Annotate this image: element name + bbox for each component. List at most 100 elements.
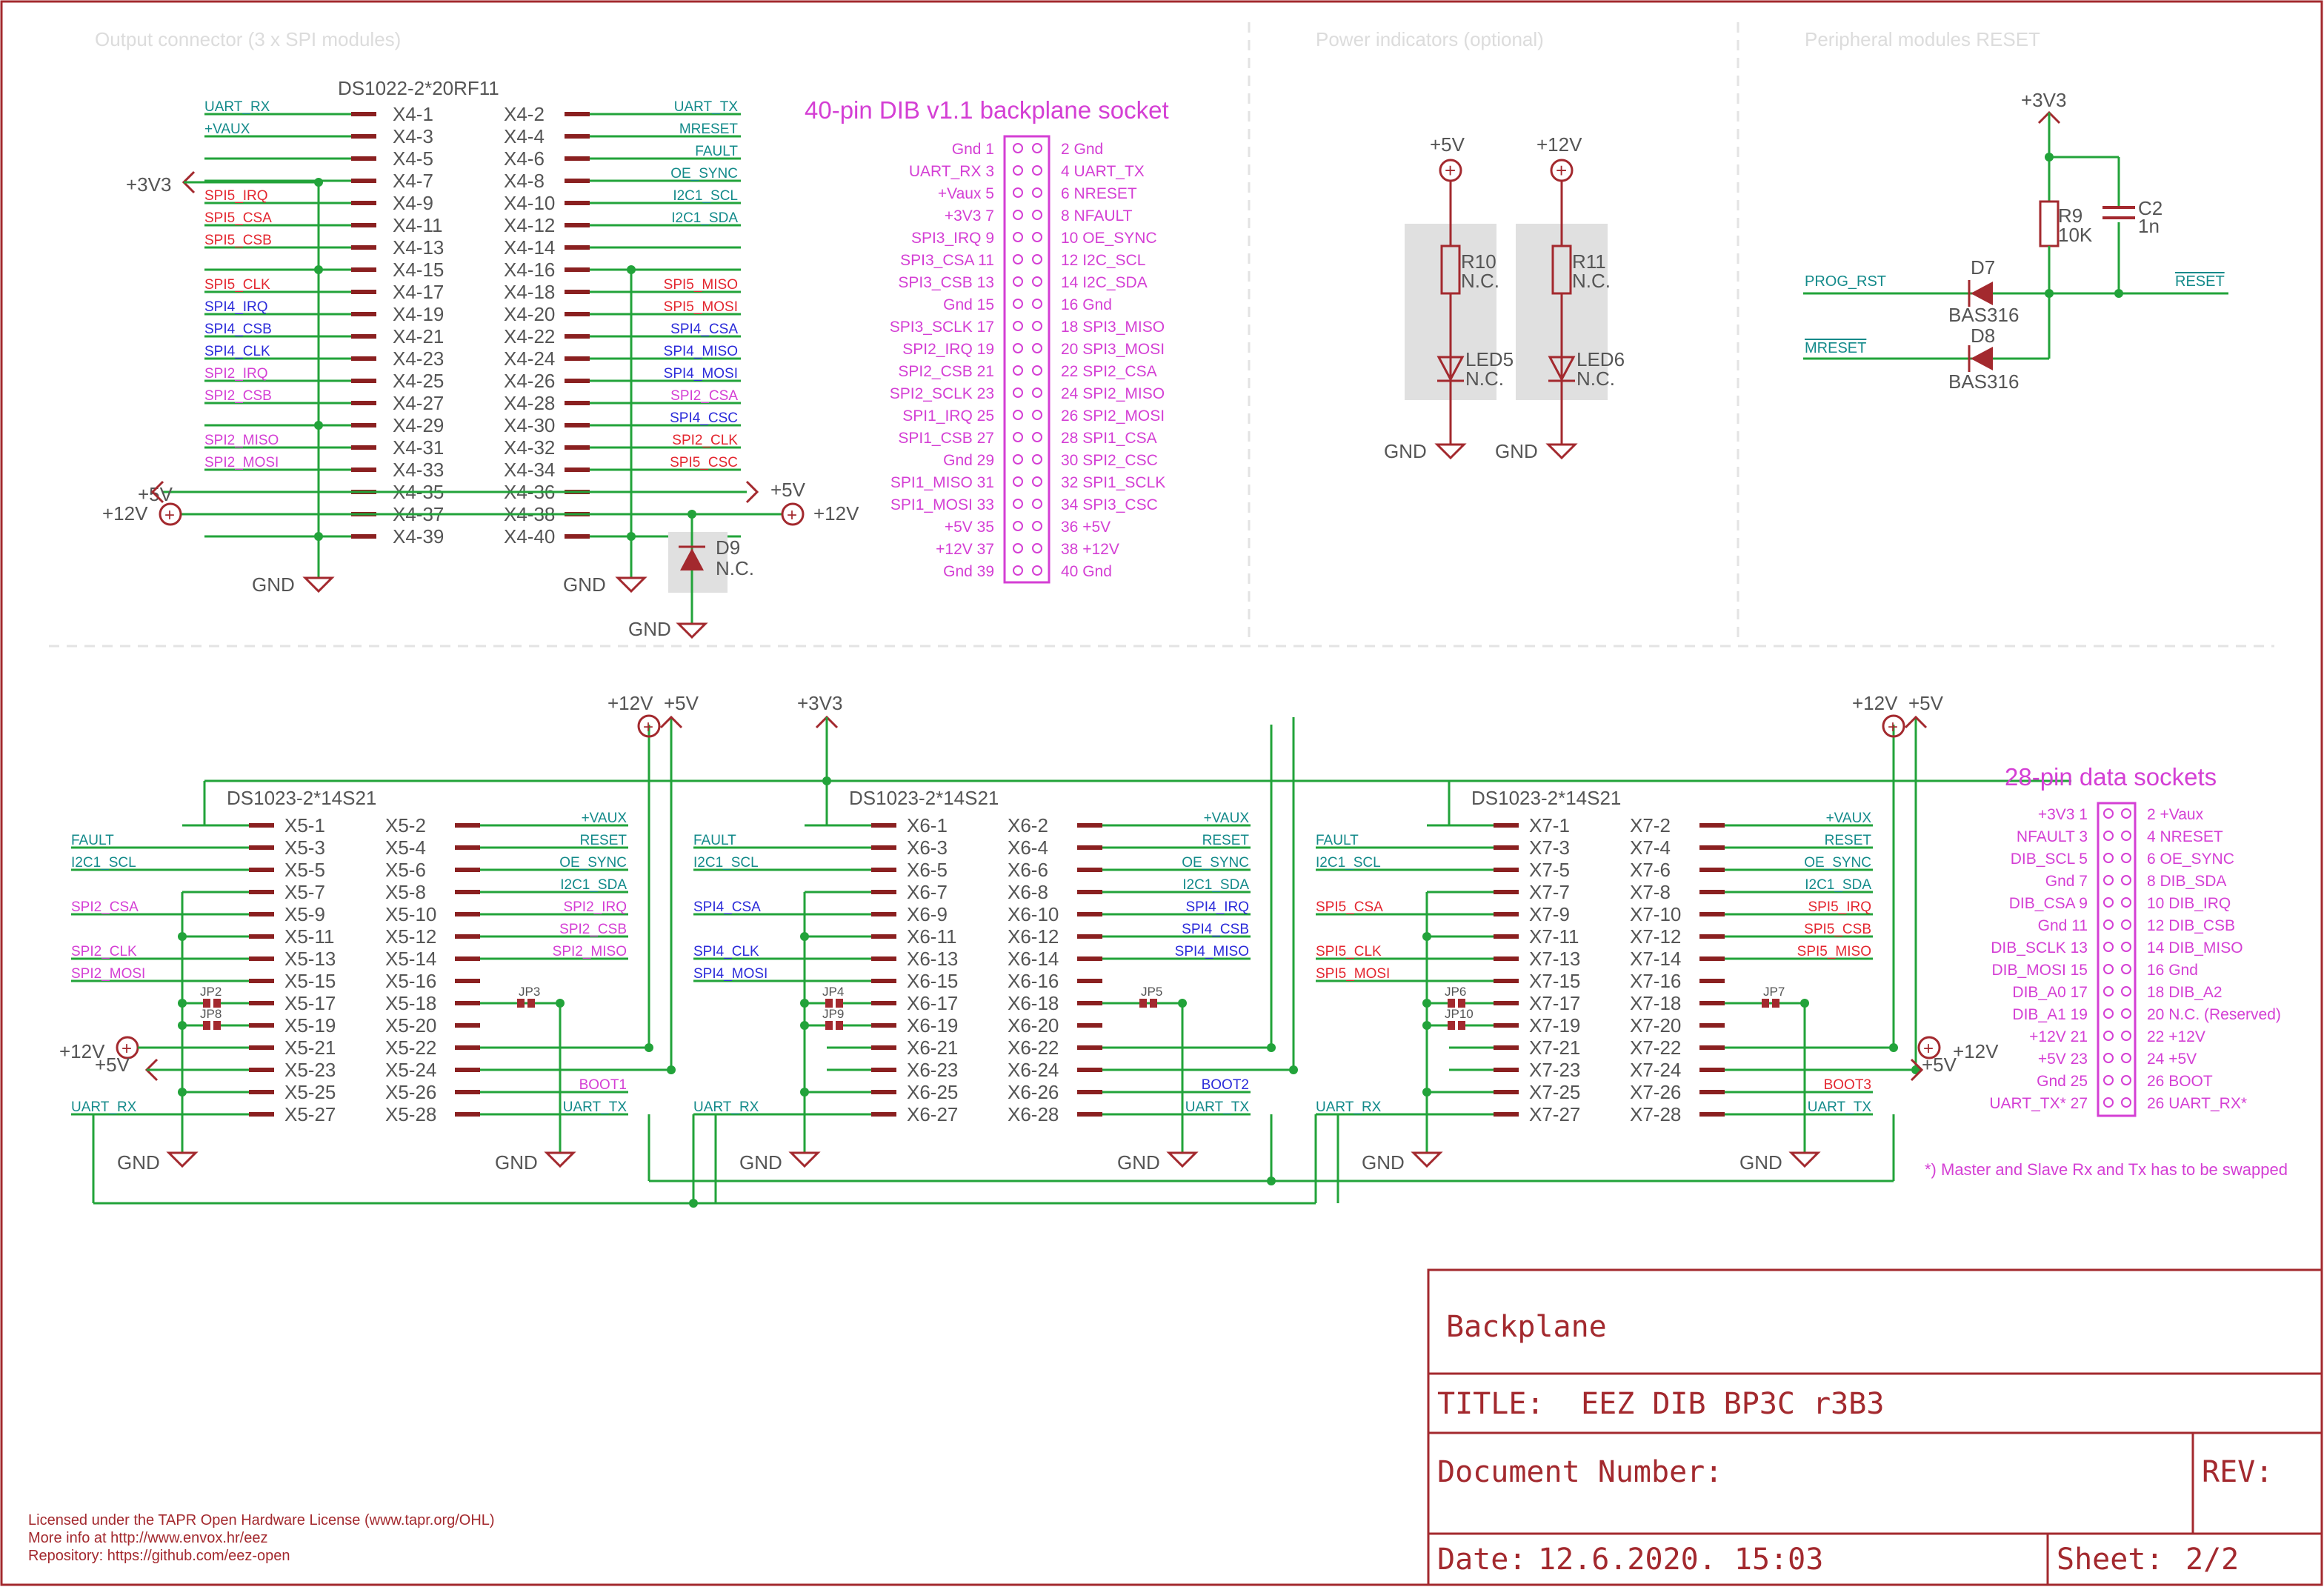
module-part-name: DS1023-2*14S21 [849,787,999,809]
jumper-icon [825,999,833,1008]
x4-right-pin: X4-18 [504,281,555,303]
dib28-pin-hole [2103,1053,2114,1063]
rail-5v-label: +5V [664,692,699,714]
title-block-sheet-value: 2/2 [2185,1543,2239,1577]
module-right-pin: X6-6 [1008,859,1048,881]
dib28-right-label: 2 +Vaux [2147,806,2204,823]
5v-arrow-icon [1904,715,1928,729]
jumper-icon [836,999,843,1008]
module-left-pin: X7-7 [1529,881,1570,903]
module-left-net: UART_RX [693,1099,759,1115]
module-right-net: SPI2_MISO [553,944,627,959]
dib28-left-label: Gnd 7 [2045,873,2088,890]
module-left-net: FAULT [71,833,114,848]
module-left-pin: X7-19 [1529,1014,1580,1037]
x4-pin-mark [351,356,376,361]
junction-dot [178,1021,187,1030]
d9-diode-icon [680,548,704,570]
module-pin-mark [871,1090,896,1094]
dib40-right-label: 40 Gnd [1061,563,1112,580]
license-line1: Licensed under the TAPR Open Hardware Li… [28,1512,495,1528]
dib40-left-label: SPI1_MISO 31 [890,474,994,491]
module-pin-mark [1494,823,1519,828]
module-part-name: DS1023-2*14S21 [227,787,376,809]
dib40-left-label: +12V 37 [936,541,994,558]
dib40-left-label: SPI3_CSB 13 [898,274,994,291]
module-pin-mark [249,956,274,961]
module-pin-mark [249,845,274,850]
dib28-body [2097,802,2137,1117]
module-left-pin: X5-5 [284,859,325,881]
dib40-pin-hole [1032,543,1042,553]
module-left-pin: X6-1 [907,814,948,836]
dib40-pin-hole [1013,343,1023,353]
module-right-net: SPI5_IRQ [1808,899,1871,915]
x4-left-net: SPI4_IRQ [204,299,268,315]
junction-dot [1422,999,1431,1008]
x4-pin-mark [565,534,590,539]
junction-dot [314,265,323,274]
module-right-net: I2C1_SDA [1182,877,1249,893]
x4-right-pin: X4-4 [504,125,545,147]
dib40-pin-hole [1013,387,1023,398]
module-pin-mark [455,1045,480,1050]
x4-pin-mark [565,290,590,294]
led6-label: LED6 [1576,348,1625,370]
module-right-pin: X6-4 [1008,836,1048,859]
module-pin-mark [1494,890,1519,894]
module-left-pin: X7-11 [1529,925,1579,948]
x4-pin-mark [565,134,590,139]
module-pin-mark [249,979,274,983]
x4-pin-mark [565,445,590,450]
module-left-pin: X5-21 [284,1037,336,1059]
x4-left-pin: X4-3 [393,125,433,147]
gnd-icon [788,1151,821,1168]
x4-left-net: SPI4_CLK [204,344,270,359]
module-pin-mark [1494,912,1519,916]
dib40-pin-hole [1013,521,1023,531]
module-pin-mark [1699,1112,1725,1117]
gnd-icon [1545,443,1578,460]
module-pin-mark [249,890,274,894]
module-pin-mark [1077,1001,1102,1005]
dib40-pin-hole [1013,165,1023,176]
junction-dot [178,999,187,1008]
dib40-right-label: 28 SPI1_CSA [1061,430,1157,447]
dib28-pin-hole [2103,964,2114,974]
x4-gnd3-label: GND [628,618,671,640]
module-left-net: FAULT [693,833,736,848]
module-left-net: I2C1_SCL [1316,855,1381,871]
module-pin-mark [1494,1068,1519,1072]
module-right-net: OE_SYNC [559,855,627,871]
power-indicators: +5V + +12V + R10 N.C. R11 N.C. LED5 N.C.… [1384,133,1625,462]
module-left-net: SPI5_CLK [1316,944,1382,959]
module-pin-mark [1494,956,1519,961]
module-pin-mark [1699,1023,1725,1028]
module-right-pin: X6-16 [1008,970,1059,992]
x4-right-net: SPI2_CLK [672,433,738,448]
dib40-pin-hole [1032,321,1042,331]
dib40-pin-hole [1013,276,1023,287]
dib28-left-label: DIB_SCL 5 [2011,851,2088,868]
x4-left-pin: X4-25 [393,370,444,392]
x4-left-pin: X4-17 [393,281,444,303]
d9-label: D9 [716,536,740,559]
module-left-pin: X5-17 [284,992,336,1014]
x4-left-net: SPI2_MOSI [204,455,279,470]
module-left-pin: X6-13 [907,948,958,970]
junction-dot [1267,1043,1276,1052]
module-pin-mark [249,868,274,872]
dib28-pin-hole [2103,1031,2114,1041]
x4-right-net: SPI4_MISO [664,344,738,359]
module-right-net: SPI4_IRQ [1185,899,1249,915]
module-pin-mark [1077,934,1102,939]
module-pin-mark [455,1090,480,1094]
junction-dot [822,776,831,785]
junction-dot [689,1199,698,1208]
junction-dot [178,932,187,941]
x4-12v-right-symbol [781,502,805,526]
dib28-pin-hole [2121,875,2131,885]
dib28-left-label: DIB_A0 17 [2012,984,2088,1001]
